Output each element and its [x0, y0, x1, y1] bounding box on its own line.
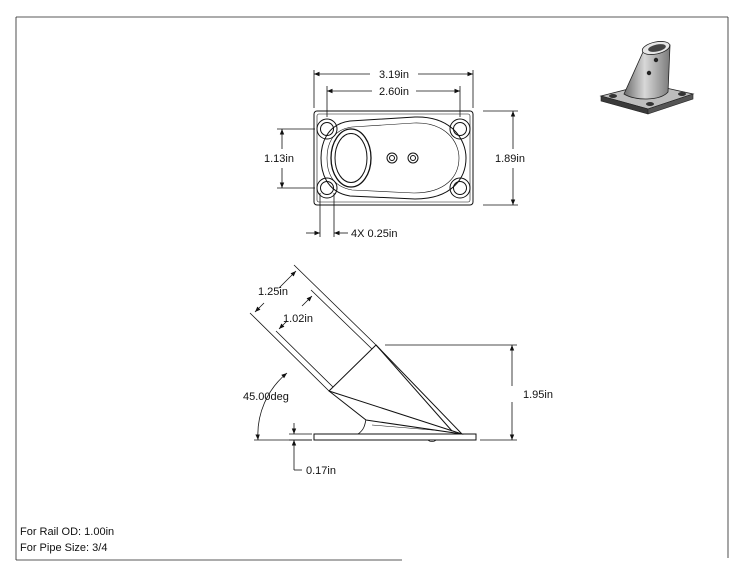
- socket-housing: [320, 116, 467, 200]
- set-screw-holes: [386, 152, 419, 164]
- top-view: [313, 110, 474, 206]
- note-pipe-size: For Pipe Size: 3/4: [20, 542, 108, 554]
- dim-tube-id: 1.02in: [283, 313, 313, 325]
- dim-angle: 45.00deg: [243, 391, 289, 403]
- note-rail-od: For Rail OD: 1.00in: [20, 526, 115, 538]
- dim-bolt-spacing-vertical: 1.13in: [264, 153, 294, 165]
- dim-side-height: 1.95in: [523, 389, 553, 401]
- drawing-notes: For Rail OD: 1.00in For Pipe Size: 3/4: [20, 524, 114, 556]
- base-plate-outline: [313, 110, 474, 206]
- top-view-dimensions: [277, 70, 518, 237]
- dim-bolt-spacing: 2.60in: [379, 86, 409, 98]
- dim-tube-od: 1.25in: [258, 286, 288, 298]
- dim-plate-thickness: 0.17in: [306, 465, 336, 477]
- tube-bore: [330, 128, 372, 188]
- dim-overall-height: 1.89in: [495, 153, 525, 165]
- sheet-border: [15, 16, 729, 561]
- side-view: [313, 344, 477, 442]
- side-base-plate: [313, 433, 477, 441]
- side-tube: [328, 344, 464, 435]
- isometric-view: [599, 41, 695, 115]
- side-view-dimensions: [249, 264, 517, 471]
- dim-hole-callout: 4X 0.25in: [351, 228, 397, 240]
- dim-overall-width: 3.19in: [379, 69, 409, 81]
